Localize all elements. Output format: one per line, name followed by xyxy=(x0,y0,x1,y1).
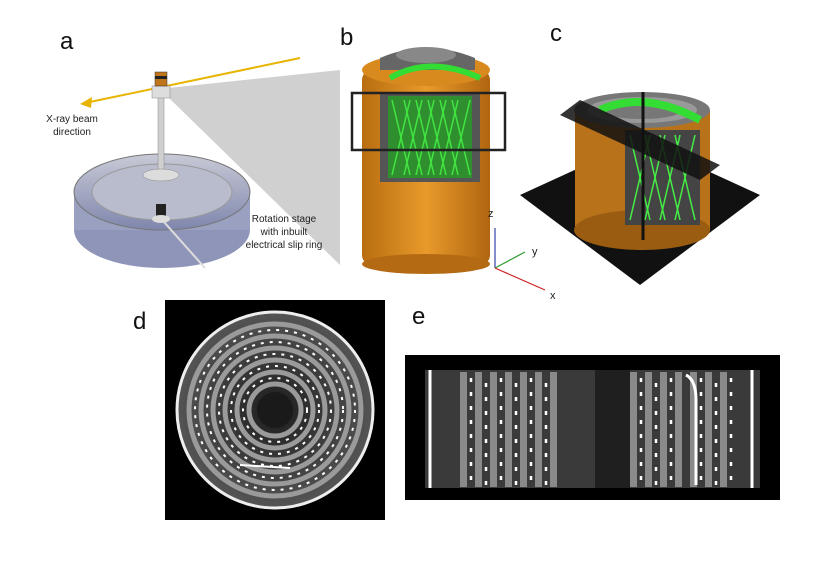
panel-d-ct-slice xyxy=(165,300,385,520)
zoom-box xyxy=(350,91,507,152)
panel-b-illustration xyxy=(350,47,546,291)
rotation-stage-label: Rotation stage with inbuilt electrical s… xyxy=(232,213,336,252)
electrode-tab xyxy=(388,63,482,81)
xray-beam-line xyxy=(84,57,301,104)
stage-label-line2: with inbuilt xyxy=(260,227,308,238)
beam-label-line2: direction xyxy=(53,127,91,138)
y-axis xyxy=(494,251,526,269)
stage-label-line1: Rotation stage xyxy=(251,214,317,225)
stage-label-line3: electrical slip ring xyxy=(245,240,323,251)
slip-ring xyxy=(156,204,166,218)
panel-c-illustration xyxy=(520,92,760,285)
panel-label-c: c xyxy=(550,20,562,47)
axis-label-y: y xyxy=(532,246,538,258)
zoom-cone xyxy=(168,70,340,265)
axis-label-z: z xyxy=(488,208,494,220)
panel-label-b: b xyxy=(340,24,354,51)
panel-label-e: e xyxy=(412,303,426,330)
beam-direction-label: X-ray beam direction xyxy=(28,113,116,139)
x-axis xyxy=(494,267,546,291)
beam-arrow-head xyxy=(80,97,92,108)
panel-label-a: a xyxy=(60,28,74,55)
beam-label-line1: X-ray beam xyxy=(46,114,98,125)
panel-a-illustration xyxy=(73,57,340,269)
panel-label-d: d xyxy=(133,308,147,335)
axis-label-x: x xyxy=(550,290,556,302)
panel-e-ct-slice xyxy=(405,355,780,500)
